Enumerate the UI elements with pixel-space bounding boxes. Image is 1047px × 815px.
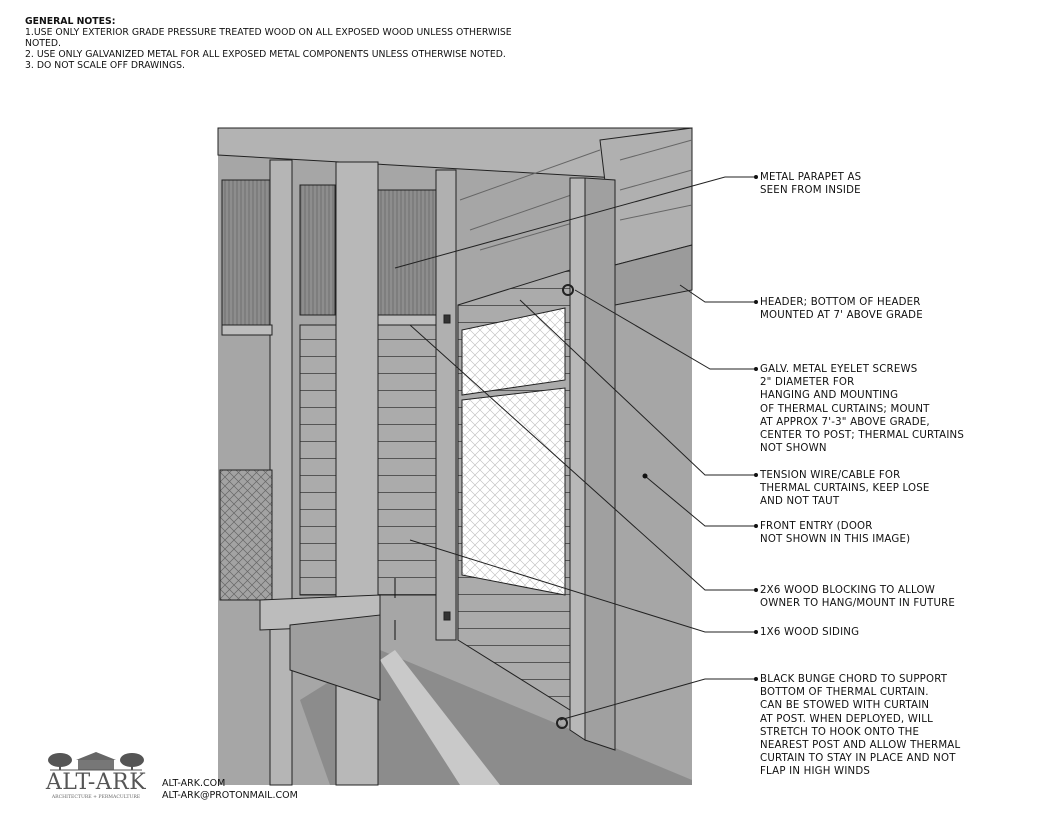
callout-metal-parapet: METAL PARAPET AS SEEN FROM INSIDE bbox=[760, 172, 862, 197]
logo-tagline: ARCHITECTURE + PERMACULTURE bbox=[51, 795, 141, 800]
callout-wood-blocking: 2X6 WOOD BLOCKING TO ALLOW OWNER TO HANG… bbox=[760, 585, 956, 610]
callout-wood-siding: 1X6 WOOD SIDING bbox=[760, 627, 860, 638]
alt-ark-logo: ALT-ARK ARCHITECTURE + PERMACULTURE bbox=[40, 748, 152, 803]
general-note-2: 2. USE ONLY GALVANIZED METAL FOR ALL EXP… bbox=[25, 49, 506, 60]
callout-header: HEADER; BOTTOM OF HEADER MOUNTED AT 7' A… bbox=[760, 297, 923, 322]
callout-tension-wire: TENSION WIRE/CABLE FOR THERMAL CURTAINS,… bbox=[760, 470, 930, 508]
callout-eyelet-screws: GALV. METAL EYELET SCREWS 2" DIAMETER FO… bbox=[760, 364, 965, 455]
leader-dots bbox=[642, 175, 758, 681]
drawing-image bbox=[217, 127, 693, 786]
email-link[interactable]: ALT-ARK@PROTONMAIL.COM bbox=[162, 790, 298, 801]
website-link[interactable]: ALT-ARK.COM bbox=[162, 778, 226, 789]
logo-house-trees-icon bbox=[48, 752, 144, 771]
leader-lines bbox=[394, 176, 755, 721]
callout-front-entry: FRONT ENTRY (DOOR NOT SHOWN IN THIS IMAG… bbox=[760, 521, 911, 546]
contact-info: ALT-ARK.COM ALT-ARK@PROTONMAIL.COM bbox=[162, 778, 298, 802]
logo-name: ALT-ARK bbox=[45, 770, 147, 795]
general-note-1: 1.USE ONLY EXTERIOR GRADE PRESSURE TREAT… bbox=[25, 27, 512, 49]
general-notes: GENERAL NOTES: 1.USE ONLY EXTERIOR GRADE… bbox=[25, 16, 512, 71]
general-note-3: 3. DO NOT SCALE OFF DRAWINGS. bbox=[25, 60, 185, 71]
general-notes-heading: GENERAL NOTES: bbox=[25, 16, 116, 27]
callout-bungee-cord: BLACK BUNGE CHORD TO SUPPORT BOTTOM OF T… bbox=[760, 674, 961, 778]
